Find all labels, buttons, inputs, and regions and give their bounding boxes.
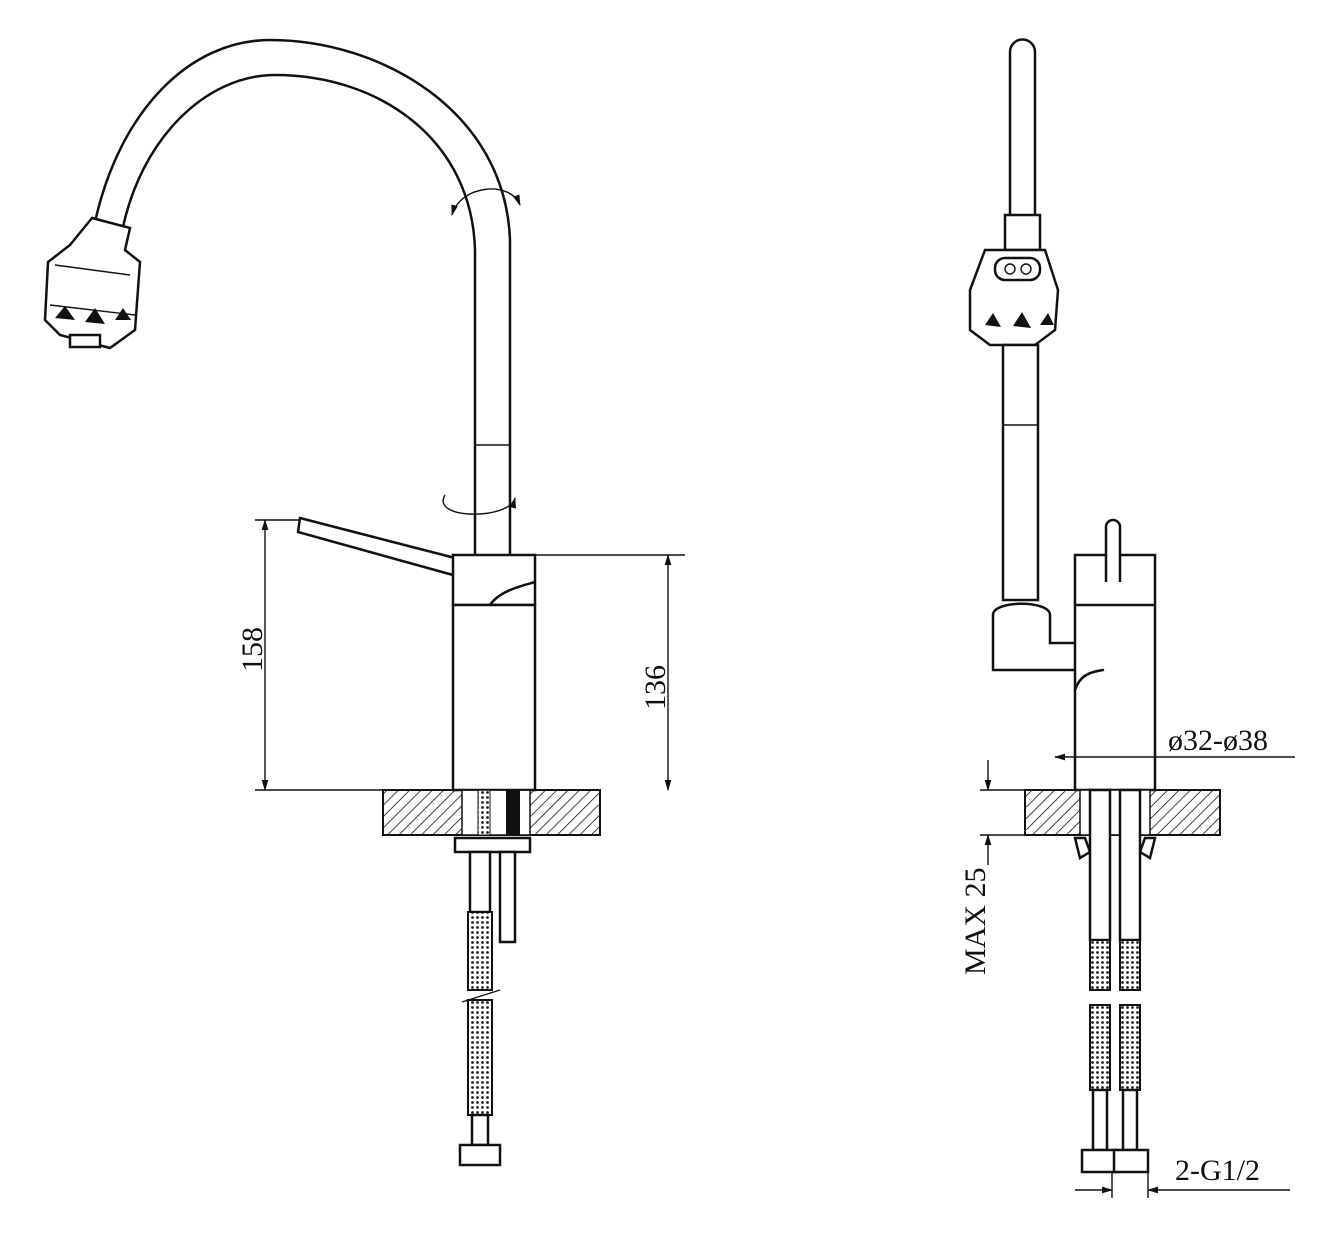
dimension-max-counter-thickness: MAX 25 — [959, 867, 992, 975]
spout-side — [1008, 38, 1037, 252]
handle-cap — [451, 553, 537, 607]
swivel-arrow-icon — [451, 188, 521, 217]
hose — [1089, 939, 1111, 991]
faucet-body-side — [1073, 553, 1157, 792]
hose — [1119, 939, 1141, 991]
spray-head — [43, 216, 142, 350]
faucet-body — [451, 603, 537, 792]
dimension-hose-connection: 2-G1/2 — [1175, 1154, 1260, 1187]
handle-knob — [1104, 518, 1122, 582]
spout — [93, 38, 512, 557]
swivel-arrow-icon — [442, 494, 517, 515]
hose-nut — [1080, 1148, 1118, 1174]
hose — [467, 999, 493, 1116]
side-view: ø32-ø38 MAX 25 2-G1/2 — [959, 38, 1295, 1198]
hose — [1089, 1004, 1111, 1091]
hose — [1119, 1004, 1141, 1091]
front-view: 158 136 — [43, 38, 685, 1167]
dimension-total-height: 158 — [236, 627, 269, 672]
hose-nut — [458, 1143, 502, 1167]
lever-handle — [296, 516, 457, 577]
dimension-hole-diameter: ø32-ø38 — [1168, 724, 1268, 757]
hose-nut — [1112, 1148, 1150, 1174]
dimension-body-height: 136 — [639, 665, 672, 710]
hose — [467, 911, 493, 991]
